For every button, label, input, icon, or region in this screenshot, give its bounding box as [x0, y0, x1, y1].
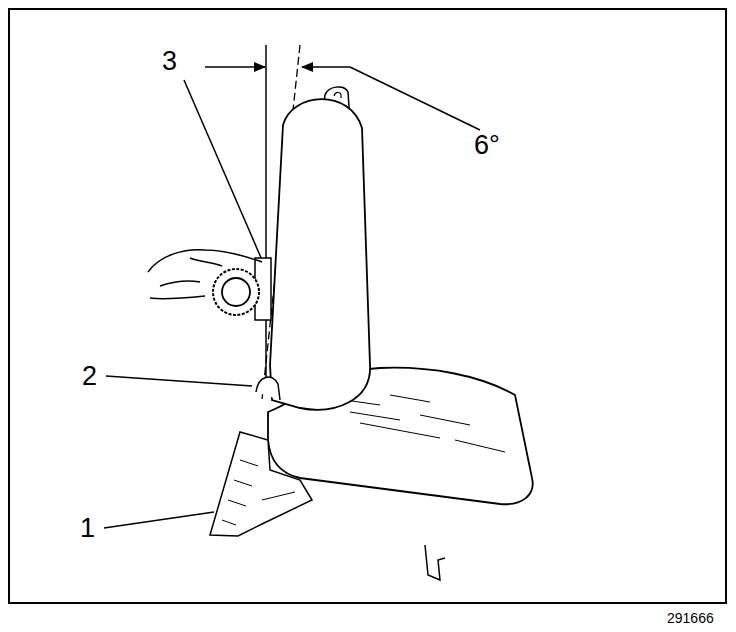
seat-back	[270, 99, 370, 410]
inclinometer-dial	[213, 269, 259, 315]
leader-line	[106, 376, 252, 386]
leader-line	[104, 512, 214, 528]
inclinometer-dial	[222, 278, 250, 306]
leader-line	[350, 67, 480, 130]
dimension-angle: 6°	[474, 132, 500, 159]
headrest	[334, 92, 341, 98]
bracket-hatching	[222, 460, 295, 525]
vertical-reference	[265, 45, 267, 395]
cushion-stitching	[345, 395, 505, 452]
callout-number: 3	[162, 48, 177, 75]
dimension-arrow	[205, 66, 265, 68]
seat-hinge	[256, 377, 280, 400]
callout-number: 1	[80, 515, 95, 542]
seat-bracket	[210, 432, 312, 536]
seat-leg	[425, 545, 445, 580]
dimension-arrow	[302, 66, 350, 68]
frame	[9, 9, 726, 603]
figure-number: 291666	[667, 611, 714, 625]
hand	[148, 250, 262, 299]
leader-line	[184, 80, 262, 260]
callout-number: 2	[82, 363, 97, 390]
